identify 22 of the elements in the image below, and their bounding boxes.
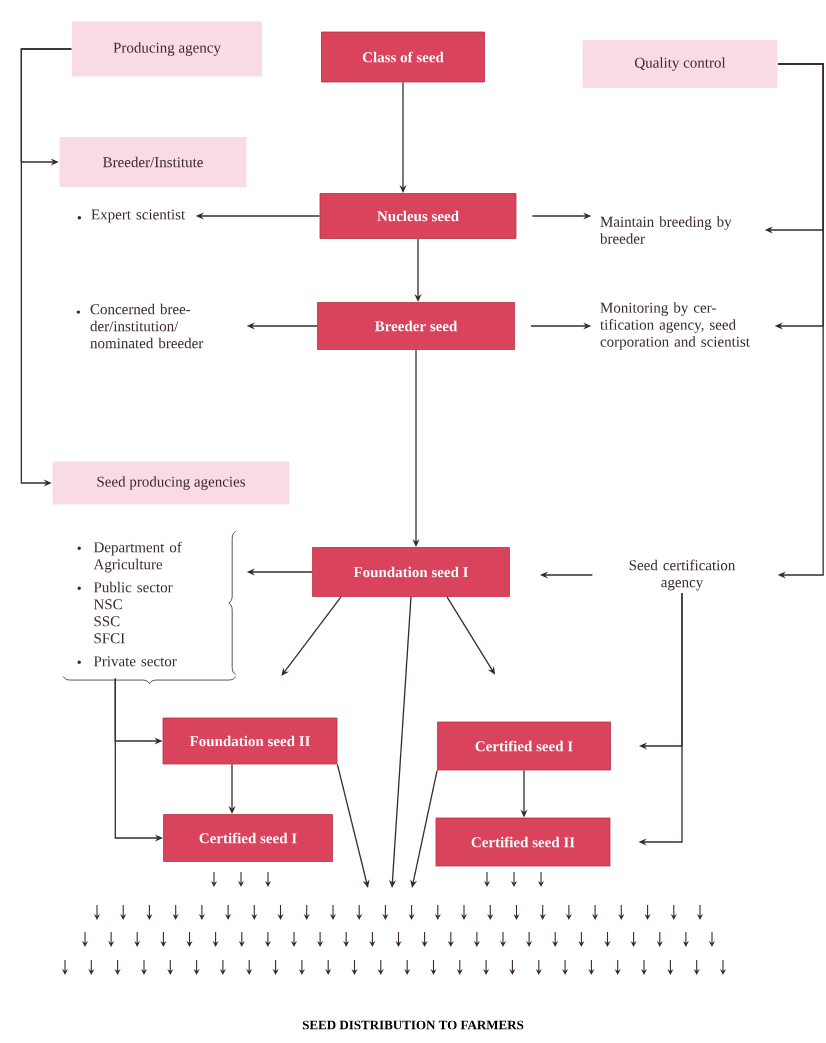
bullet-text: Concerned bree- der/institution/ nominated breeder — [90, 303, 204, 349]
agency-list: Department of Agriculture Public sector NSC SSC SFCI Private sector — [77, 541, 182, 667]
bullet-text: Expert scientist — [91, 209, 186, 223]
seed-class-box: Certified seed II — [435, 817, 611, 867]
arrow — [336, 763, 370, 888]
seed-class-box: Certified seed I — [437, 721, 611, 771]
heading-box: Breeder/Institute — [59, 137, 247, 187]
seed-class-box: Foundation seed I — [312, 547, 510, 597]
bullet-text: Maintain breeding by breeder — [600, 216, 732, 244]
bullet-text: Monitoring by cer- tification agency, seed corporation and scientist — [600, 302, 750, 350]
agency-text: Seed certification agency — [629, 559, 736, 591]
seed-class-box: Foundation seed II — [162, 717, 338, 765]
heading-box: Producing agency — [72, 21, 262, 77]
seed-class-box: Breeder seed — [317, 302, 515, 350]
caption: SEED DISTRIBUTION TO FARMERS — [302, 1020, 524, 1030]
heading-box: Quality control — [582, 40, 778, 88]
seed-class-box: Certified seed I — [163, 814, 333, 862]
arrow — [410, 769, 438, 888]
seed-class-box: Class of seed — [321, 31, 485, 83]
heading-box: Seed producing agencies — [52, 461, 290, 505]
arrow — [777, 63, 824, 579]
seed-class-box: Nucleus seed — [319, 193, 517, 239]
